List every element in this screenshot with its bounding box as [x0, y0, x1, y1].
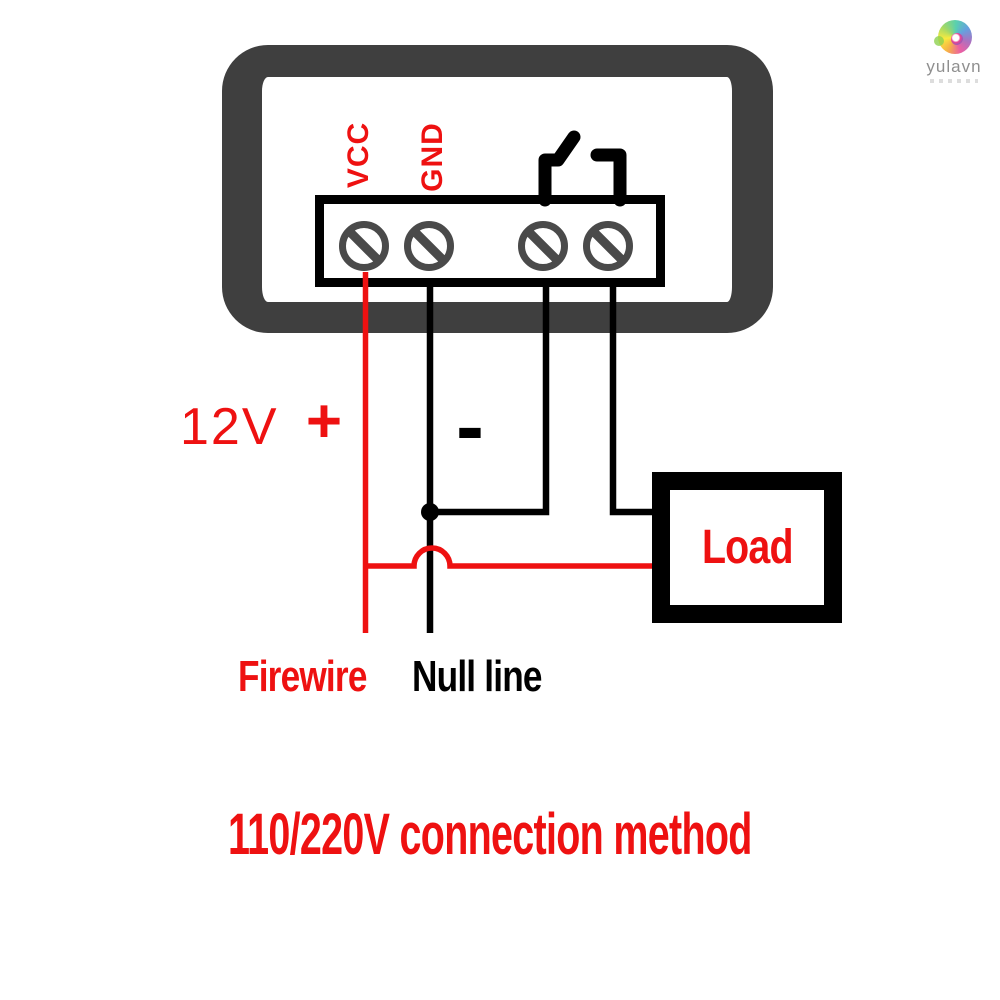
null-line-label: Null line	[412, 652, 543, 701]
relay-switch-icon	[538, 130, 627, 207]
wire-junction-dot	[421, 503, 439, 521]
minus-sign: -	[456, 379, 484, 473]
red-wires	[362, 272, 652, 633]
wire-firewire-to-load	[365, 545, 652, 569]
firewire-label: Firewire	[238, 652, 367, 701]
screw-terminal-vcc	[339, 221, 389, 271]
pin-label-gnd: GND	[416, 122, 449, 192]
load-label: Load	[701, 520, 794, 574]
pin-label-vcc: VCC	[342, 121, 375, 189]
brand-watermark: yulavn	[898, 20, 1000, 83]
diagram-title: 110/220V connection method	[228, 802, 752, 867]
controller-housing	[222, 45, 773, 333]
brand-name: yulavn	[926, 57, 982, 76]
wire-relay2-to-load	[609, 280, 652, 516]
plus-sign: +	[305, 387, 343, 456]
screw-terminal-relay-1	[518, 221, 568, 271]
chameleon-swirl-icon	[934, 20, 974, 56]
brand-tagline-marks	[930, 79, 978, 83]
screw-terminals	[339, 221, 633, 271]
black-wires	[426, 280, 652, 633]
screw-terminal-gnd	[404, 221, 454, 271]
load-box: Load	[652, 472, 842, 623]
supply-voltage-label: 12V	[180, 398, 279, 456]
wire-relay1-to-null	[430, 280, 550, 516]
screw-terminal-relay-2	[583, 221, 633, 271]
